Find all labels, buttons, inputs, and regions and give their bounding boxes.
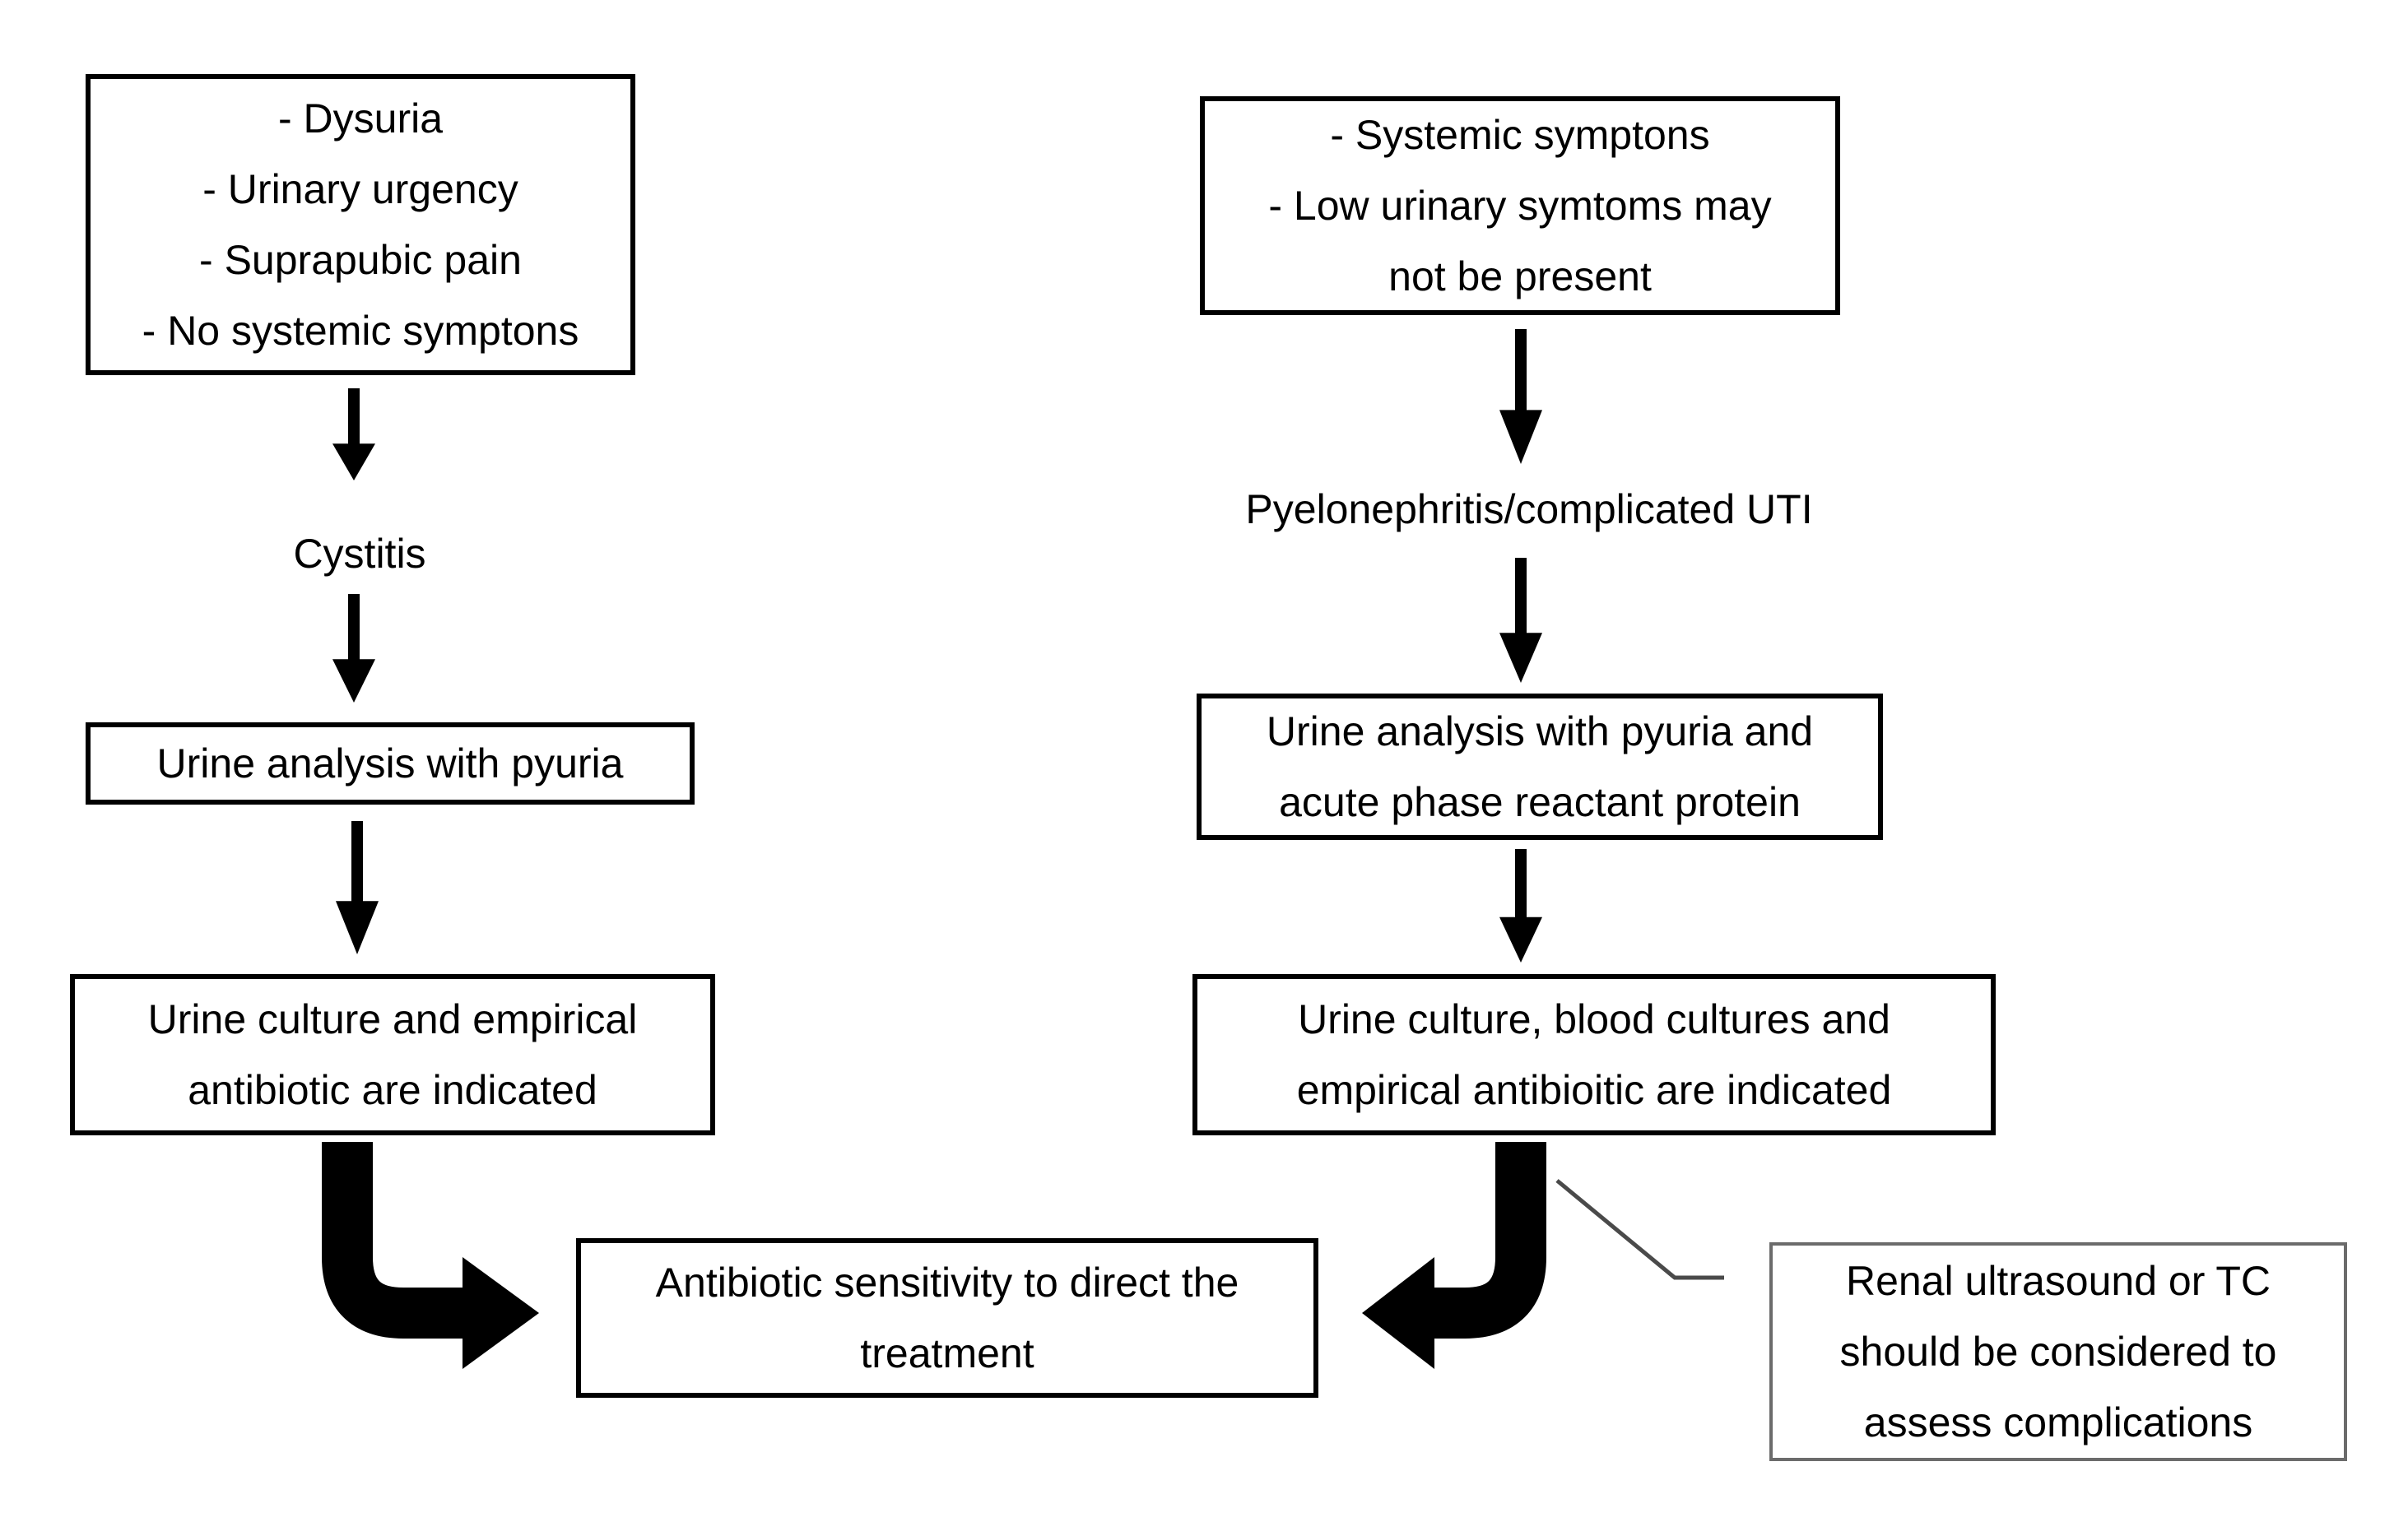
cystitis-symptoms-box: - Dysuria - Urinary urgency - Suprapubic…: [86, 74, 635, 375]
symptom-item: - Urinary urgency: [202, 166, 518, 212]
box-text-line: treatment: [860, 1330, 1034, 1376]
symptom-item: - Suprapubic pain: [199, 237, 522, 283]
cystitis-label: Cystitis: [293, 531, 426, 577]
box-text-line: Renal ultrasound or TC: [1845, 1258, 2271, 1304]
box-text-line: Antibiotic sensitivity to direct the: [655, 1260, 1239, 1306]
renal-ultrasound-callout-box: Renal ultrasound or TC should be conside…: [1769, 1242, 2347, 1461]
urine-culture-empirical-box: Urine culture and empirical antibiotic a…: [70, 974, 715, 1135]
box-text-line: assess complications: [1863, 1399, 2253, 1445]
down-arrow-icon: [1499, 849, 1542, 963]
box-text-line: Urine analysis with pyuria: [156, 740, 624, 787]
box-text-line: empirical antibioitic are indicated: [1296, 1067, 1892, 1113]
box-text-line: acute phase reactant protein: [1279, 779, 1801, 825]
urine-analysis-pyuria-box: Urine analysis with pyuria: [86, 722, 695, 805]
urine-analysis-crp-box: Urine analysis with pyuria and acute pha…: [1197, 694, 1883, 840]
down-arrow-icon: [1499, 558, 1542, 683]
box-text-line: Urine culture and empirical: [147, 996, 638, 1042]
symptom-item: - Dysuria: [277, 95, 444, 142]
down-arrow-icon: [332, 594, 375, 703]
down-arrow-icon: [1499, 329, 1542, 464]
pyelonephritis-label: Pyelonephritis/complicated UTI: [1245, 486, 1813, 532]
box-text-line: should be considered to: [1839, 1329, 2277, 1375]
callout-leader-line: [1555, 1179, 1724, 1280]
symptom-item: - Systemic symptons: [1330, 112, 1710, 158]
box-text-line: Urine culture, blood cultures and: [1298, 996, 1890, 1042]
box-text-line: antibiotic are indicated: [188, 1067, 597, 1113]
box-text-line: Urine analysis with pyuria and: [1266, 708, 1814, 754]
antibiotic-sensitivity-box: Antibiotic sensitivity to direct the tre…: [576, 1238, 1318, 1398]
down-arrow-icon: [332, 388, 375, 480]
down-arrow-icon: [336, 821, 379, 954]
urine-blood-culture-box: Urine culture, blood cultures and empiri…: [1192, 974, 1996, 1135]
elbow-arrow-left-icon: [1362, 1142, 1546, 1369]
elbow-arrow-right-icon: [322, 1142, 539, 1369]
symptom-item: not be present: [1388, 253, 1652, 299]
systemic-symptoms-box: - Systemic symptons - Low urinary symtom…: [1200, 96, 1840, 315]
symptom-item: - Low urinary symtoms may: [1268, 183, 1772, 229]
symptom-item: - No systemic symptons: [142, 308, 579, 354]
